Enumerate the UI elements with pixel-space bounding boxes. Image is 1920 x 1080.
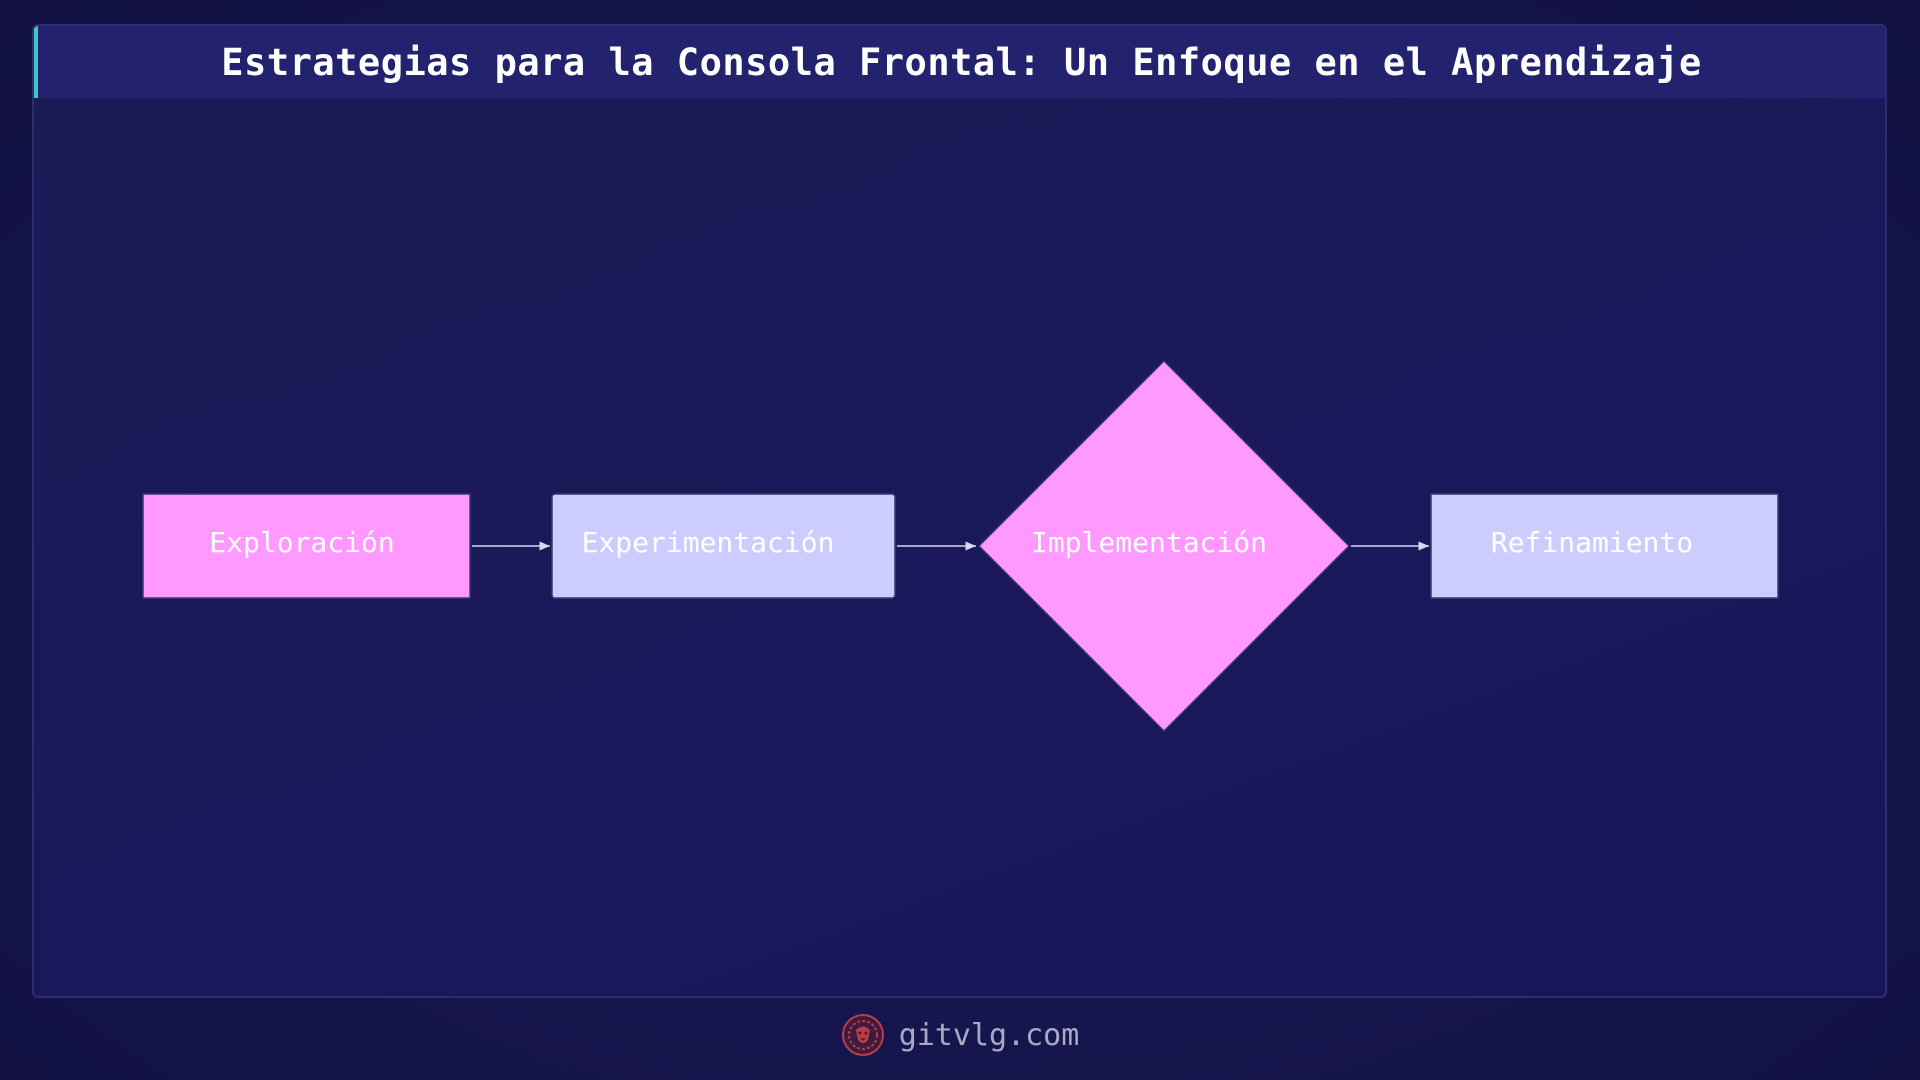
node-refinamiento[interactable]: Refinamiento [1430, 493, 1779, 599]
node-implementacion-label: Implementación [1031, 526, 1267, 559]
node-implementacion-shape [977, 359, 1351, 733]
node-exploracion-label: Exploración [209, 526, 394, 559]
node-refinamiento-label: Refinamiento [1491, 526, 1693, 559]
node-experimentacion-label: Experimentación [582, 526, 835, 559]
node-implementacion[interactable]: Implementación [977, 359, 1351, 733]
node-exploracion[interactable]: Exploración [142, 493, 471, 599]
node-experimentacion[interactable]: Experimentación [551, 493, 896, 599]
node-experimentacion-shape [551, 493, 896, 599]
page-title: Estrategias para la Consola Frontal: Un … [221, 40, 1702, 84]
footer-link[interactable]: gitvlg.com [898, 1017, 1080, 1053]
node-refinamiento-shape [1430, 493, 1779, 599]
title-bar: Estrategias para la Consola Frontal: Un … [34, 26, 1885, 98]
footer: gitvlg.com [0, 1010, 1920, 1060]
lion-logo-icon [841, 1014, 884, 1056]
node-exploracion-shape [142, 493, 471, 599]
